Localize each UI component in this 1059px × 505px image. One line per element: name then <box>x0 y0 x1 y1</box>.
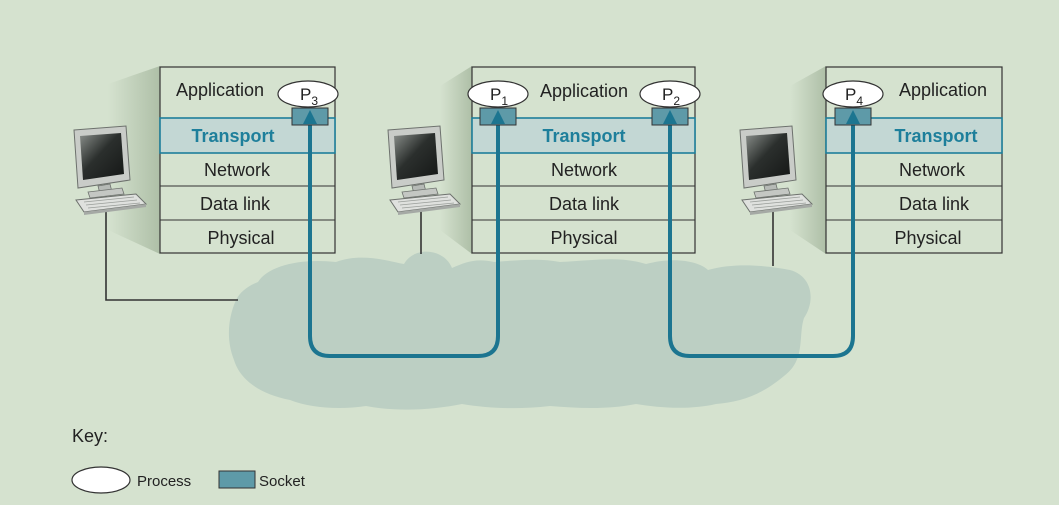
legend-socket-label: Socket <box>259 473 306 490</box>
stack-shadow-middle <box>440 66 472 254</box>
data-link-layer-label: Data link <box>200 194 271 214</box>
network-wiring <box>105 196 774 301</box>
network-layer-label: Network <box>899 160 966 180</box>
transport-layer-label: Transport <box>894 126 977 146</box>
process-p4: P4 <box>822 80 884 108</box>
process-subscript: 4 <box>856 94 863 108</box>
transport-layer-label: Transport <box>542 126 625 146</box>
physical-layer-label: Physical <box>894 228 961 248</box>
connection-p2-p4 <box>668 118 855 358</box>
arrowheads <box>303 110 860 124</box>
process-letter: P <box>662 85 673 104</box>
process-subscript: 3 <box>311 94 318 108</box>
network-cloud <box>228 251 811 410</box>
network-layer-label: Network <box>551 160 618 180</box>
application-layer-label: Application <box>899 80 987 100</box>
process-letter: P <box>300 85 311 104</box>
process-subscript: 2 <box>673 94 680 108</box>
process-letter: P <box>845 85 856 104</box>
svg-text:P4: P4 <box>845 85 863 108</box>
legend: Key: Process Socket <box>71 426 306 494</box>
process-ellipse-icon <box>639 80 701 108</box>
arrow-up-icon <box>663 110 677 124</box>
process-p3: P3 <box>277 80 339 108</box>
svg-text:P2: P2 <box>662 85 680 108</box>
application-layer-label: Application <box>176 80 264 100</box>
svg-text:P1: P1 <box>490 85 508 108</box>
process-p2: P2 <box>639 80 701 108</box>
protocol-stack-middle: Application Transport Network Data link … <box>471 66 696 254</box>
arrow-up-icon <box>491 110 505 124</box>
process-subscript: 1 <box>501 94 508 108</box>
process-ellipse-icon <box>71 466 131 494</box>
application-layer-label: Application <box>540 81 628 101</box>
connection-p3-p1 <box>308 118 500 358</box>
data-link-layer-label: Data link <box>899 194 970 214</box>
process-ellipse-icon <box>277 80 339 108</box>
process-letter: P <box>490 85 501 104</box>
socket-rect-icon <box>218 470 256 489</box>
process-p1: P1 <box>467 80 529 108</box>
physical-layer-label: Physical <box>207 228 274 248</box>
process-ellipse-icon <box>467 80 529 108</box>
svg-text:P3: P3 <box>300 85 318 108</box>
physical-layer-label: Physical <box>550 228 617 248</box>
arrow-up-icon <box>846 110 860 124</box>
connection-lines <box>308 118 855 358</box>
legend-title: Key: <box>72 426 108 446</box>
legend-process-label: Process <box>137 473 191 490</box>
data-link-layer-label: Data link <box>549 194 620 214</box>
network-layer-label: Network <box>204 160 271 180</box>
stack-shadow-right <box>790 66 826 254</box>
process-ellipse-icon <box>822 80 884 108</box>
transport-layer-label: Transport <box>191 126 274 146</box>
arrow-up-icon <box>303 110 317 124</box>
